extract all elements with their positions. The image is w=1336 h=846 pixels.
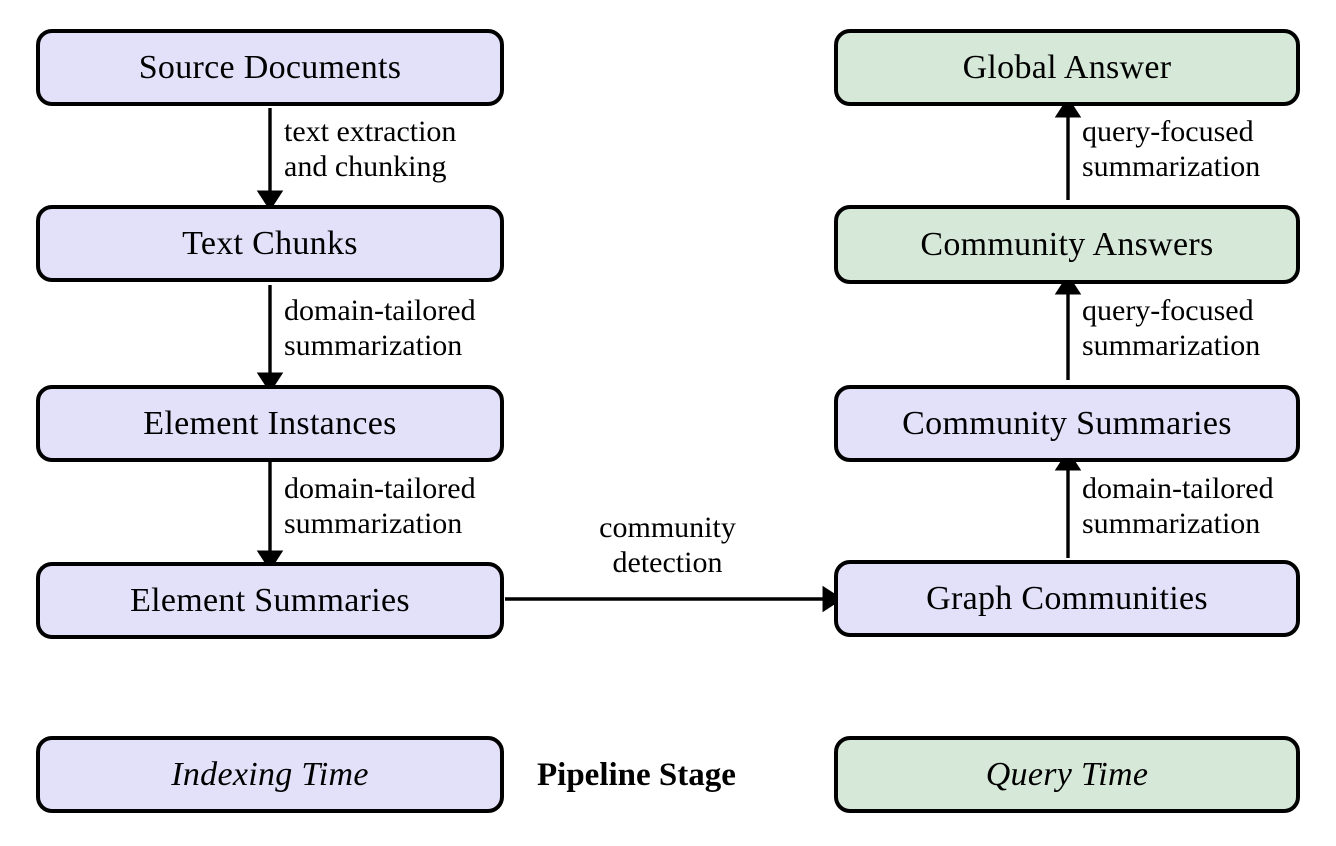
edge-label-community-summaries-to-community-answers: query-focused summarization xyxy=(1082,293,1260,364)
edge-label-line2: summarization xyxy=(284,329,463,363)
node-label: Global Answer xyxy=(962,48,1172,86)
edge-label-community-answers-to-global-answer: query-focused summarization xyxy=(1082,114,1260,185)
legend-indexing-time: Indexing Time xyxy=(36,736,504,813)
edge-label-line2: summarization xyxy=(1082,329,1261,363)
edge-label-line1: domain-tailored xyxy=(284,472,476,505)
edge-label-chunks-to-instances: domain-tailored summarization xyxy=(284,293,476,364)
edge-label-line1: query-focused xyxy=(1082,294,1254,327)
node-source-documents[interactable]: Source Documents xyxy=(36,29,504,106)
node-element-instances[interactable]: Element Instances xyxy=(36,385,504,462)
node-text-chunks[interactable]: Text Chunks xyxy=(36,205,504,282)
edge-label-summaries-to-communities: community detection xyxy=(560,510,775,581)
node-label: Text Chunks xyxy=(182,224,358,262)
edge-label-source-to-chunks: text extraction and chunking xyxy=(284,114,456,185)
node-element-summaries[interactable]: Element Summaries xyxy=(36,562,504,639)
edge-label-line2: summarization xyxy=(1082,507,1261,541)
edge-label-line1: domain-tailored xyxy=(1082,472,1274,505)
node-label: Element Summaries xyxy=(130,581,410,619)
edge-label-line2: and chunking xyxy=(284,150,447,184)
edge-label-line1: text extraction xyxy=(284,115,457,148)
legend-label: Query Time xyxy=(985,755,1149,793)
edge-label-line1: query-focused xyxy=(1082,115,1254,148)
node-global-answer[interactable]: Global Answer xyxy=(834,29,1300,106)
node-community-answers[interactable]: Community Answers xyxy=(834,205,1300,284)
legend-pipeline-stage: Pipeline Stage xyxy=(537,757,736,794)
edge-label-line2: detection xyxy=(612,546,723,580)
legend-label: Pipeline Stage xyxy=(537,757,736,793)
node-label: Community Summaries xyxy=(902,404,1232,442)
node-label: Source Documents xyxy=(138,48,402,86)
node-label: Graph Communities xyxy=(926,579,1208,617)
node-label: Community Answers xyxy=(920,225,1214,263)
legend-label: Indexing Time xyxy=(171,755,369,793)
edge-label-instances-to-summaries: domain-tailored summarization xyxy=(284,471,476,542)
edge-label-communities-to-community-summaries: domain-tailored summarization xyxy=(1082,471,1274,542)
legend-query-time: Query Time xyxy=(834,736,1300,813)
edge-label-line1: community xyxy=(599,511,736,544)
edge-label-line2: summarization xyxy=(284,507,463,541)
edge-label-line2: summarization xyxy=(1082,150,1261,184)
node-graph-communities[interactable]: Graph Communities xyxy=(834,560,1300,637)
node-label: Element Instances xyxy=(143,404,397,442)
node-community-summaries[interactable]: Community Summaries xyxy=(834,385,1300,462)
edge-label-line1: domain-tailored xyxy=(284,294,476,327)
